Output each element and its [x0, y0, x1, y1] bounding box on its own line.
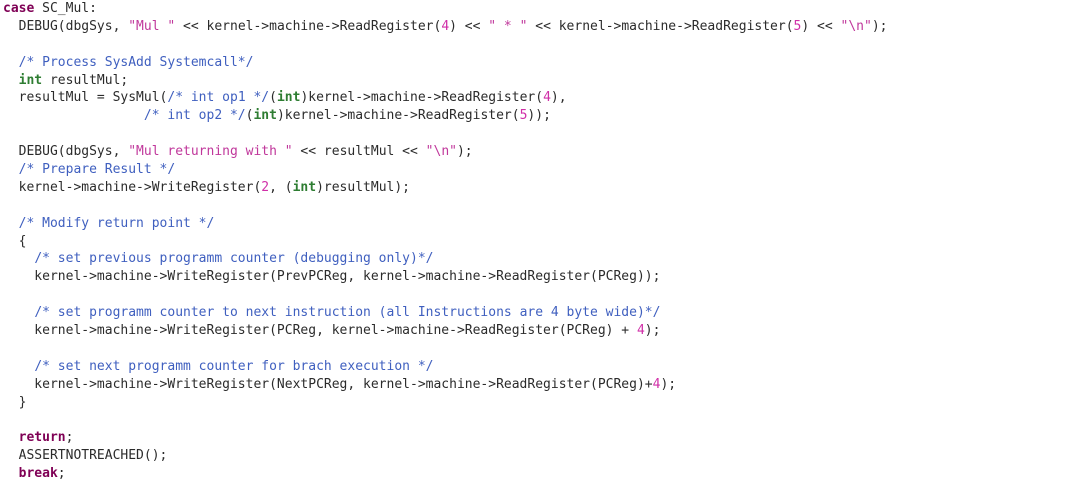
code-token — [3, 251, 34, 266]
code-token: << kernel->machine->ReadRegister( — [527, 18, 794, 34]
comment-token: /* set programm counter to next instruct… — [34, 305, 661, 321]
code-token: ); — [644, 323, 661, 339]
code-line[interactable]: kernel->machine->WriteRegister(PCReg, ke… — [3, 322, 1067, 340]
code-line[interactable] — [3, 286, 1067, 304]
code-token: << kernel->machine->ReadRegister( — [175, 18, 442, 34]
code-line[interactable] — [3, 125, 1067, 143]
code-token: kernel->machine->WriteRegister(PCReg, ke… — [3, 323, 637, 339]
code-line[interactable]: /* Modify return point */ — [3, 215, 1067, 233]
type-token: int — [292, 179, 317, 195]
string-token: "Mul " — [128, 18, 176, 34]
comment-token: /* int op1 */ — [167, 90, 270, 106]
code-token — [3, 108, 144, 123]
comment-token: /* int op2 */ — [143, 108, 246, 124]
code-token: )); — [527, 108, 551, 124]
code-token: )kernel->machine->ReadRegister( — [276, 108, 520, 124]
string-token: "\n" — [840, 18, 872, 34]
string-token: "Mul returning with " — [128, 144, 293, 160]
code-line[interactable]: break; — [3, 465, 1067, 483]
code-line[interactable]: /* set next programm counter for brach e… — [3, 358, 1067, 376]
type-token: int — [18, 72, 43, 88]
code-token — [3, 162, 19, 177]
comment-token: /* Process SysAdd Systemcall*/ — [18, 54, 254, 70]
code-token: ); — [660, 376, 677, 392]
code-token: kernel->machine->WriteRegister(PrevPCReg… — [3, 269, 661, 285]
type-token: int — [276, 90, 301, 106]
number-token: 4 — [652, 376, 661, 392]
code-line[interactable]: case SC_Mul: — [3, 0, 1067, 18]
number-token: 4 — [441, 18, 450, 34]
code-token: ); — [871, 18, 888, 34]
code-line[interactable]: kernel->machine->WriteRegister(NextPCReg… — [3, 376, 1067, 394]
code-token: ) << — [801, 18, 841, 34]
code-line[interactable]: resultMul = SysMul(/* int op1 */(int)ker… — [3, 89, 1067, 107]
code-token: SC_Mul: — [34, 1, 97, 16]
keyword-token: break — [18, 466, 58, 482]
comment-token: /* set previous programm counter (debugg… — [34, 251, 434, 267]
code-token — [3, 430, 19, 445]
comment-token: /* set next programm counter for brach e… — [34, 358, 434, 374]
code-line[interactable]: /* int op2 */(int)kernel->machine->ReadR… — [3, 107, 1067, 125]
code-token — [3, 466, 19, 481]
code-token: ; — [57, 466, 66, 482]
code-token: ); — [456, 144, 473, 160]
comment-token: /* Prepare Result */ — [18, 162, 176, 178]
code-token: ASSERTNOTREACHED(); — [3, 448, 168, 464]
code-line[interactable]: /* Process SysAdd Systemcall*/ — [3, 54, 1067, 72]
code-token: resultMul = SysMul( — [3, 90, 168, 106]
code-token: << resultMul << — [292, 144, 426, 160]
string-token: " * " — [488, 18, 528, 34]
code-line[interactable]: ASSERTNOTREACHED(); — [3, 447, 1067, 465]
code-token — [3, 359, 34, 374]
code-token — [3, 73, 19, 88]
code-token: DEBUG(dbgSys, — [3, 144, 129, 160]
code-token — [3, 55, 19, 70]
code-token: } — [3, 394, 27, 410]
code-token — [3, 216, 19, 231]
code-line[interactable]: return; — [3, 429, 1067, 447]
code-token: ) << — [449, 18, 489, 34]
code-line[interactable]: kernel->machine->WriteRegister(PrevPCReg… — [3, 268, 1067, 286]
code-token: kernel->machine->WriteRegister( — [3, 179, 262, 195]
code-line[interactable]: kernel->machine->WriteRegister(2, (int)r… — [3, 179, 1067, 197]
type-token: int — [253, 108, 277, 124]
code-line[interactable]: /* Prepare Result */ — [3, 161, 1067, 179]
code-line[interactable]: /* set previous programm counter (debugg… — [3, 250, 1067, 268]
code-line[interactable]: int resultMul; — [3, 72, 1067, 90]
code-token: kernel->machine->WriteRegister(NextPCReg… — [3, 376, 653, 392]
code-token: )kernel->machine->ReadRegister( — [300, 90, 544, 106]
comment-token: /* Modify return point */ — [18, 215, 215, 231]
code-token: )resultMul); — [316, 179, 410, 195]
keyword-token: case — [3, 1, 35, 16]
code-line[interactable]: { — [3, 233, 1067, 251]
number-token: 2 — [261, 179, 270, 195]
number-token: 5 — [519, 108, 528, 124]
keyword-token: return — [18, 430, 66, 446]
code-line[interactable] — [3, 411, 1067, 429]
code-token: ; — [65, 430, 74, 446]
number-token: 4 — [636, 323, 645, 339]
code-token: , ( — [269, 179, 293, 195]
code-line[interactable]: } — [3, 394, 1067, 412]
number-token: 5 — [793, 18, 802, 34]
code-token: ( — [245, 108, 254, 124]
code-token: { — [3, 233, 27, 249]
code-token: DEBUG(dbgSys, — [3, 18, 129, 34]
code-line[interactable]: DEBUG(dbgSys, "Mul returning with " << r… — [3, 143, 1067, 161]
string-token: "\n" — [425, 144, 457, 160]
code-line[interactable] — [3, 340, 1067, 358]
code-line[interactable]: DEBUG(dbgSys, "Mul " << kernel->machine-… — [3, 18, 1067, 36]
code-line[interactable] — [3, 36, 1067, 54]
number-token: 4 — [543, 90, 551, 106]
code-token: resultMul; — [42, 72, 129, 88]
code-token: ( — [269, 90, 277, 106]
code-token: ), — [550, 90, 567, 106]
code-line[interactable] — [3, 197, 1067, 215]
code-line[interactable]: /* set programm counter to next instruct… — [3, 304, 1067, 322]
code-token — [3, 305, 34, 320]
